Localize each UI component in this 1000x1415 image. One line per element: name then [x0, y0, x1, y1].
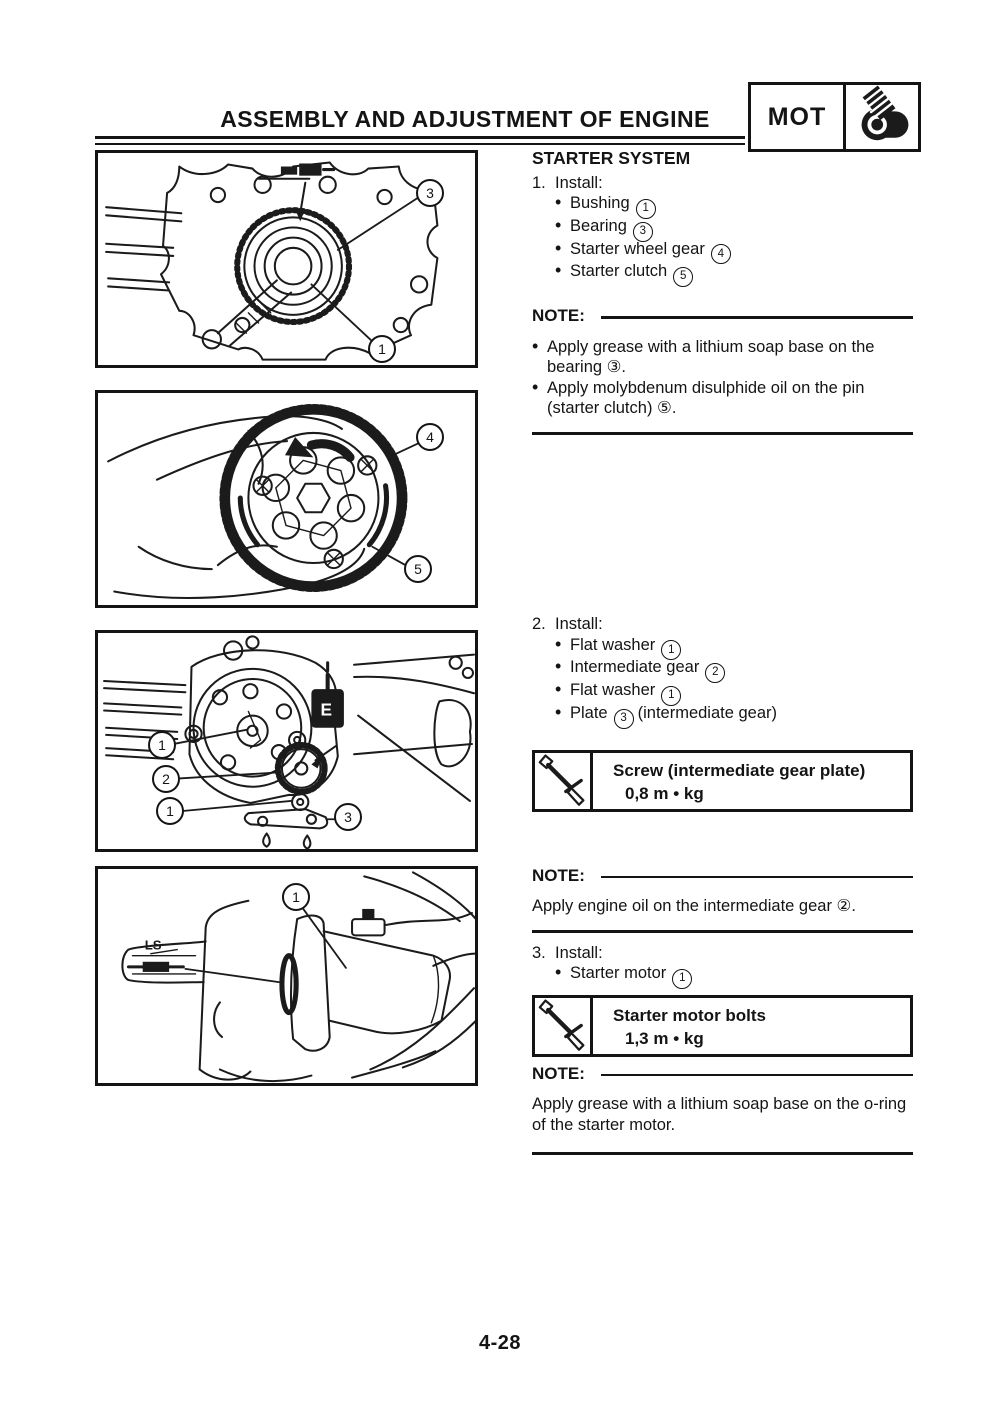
figure-callout: 3 [334, 803, 362, 831]
note-rule [600, 1073, 913, 1077]
ref-circle: 3 [613, 708, 634, 729]
torque-name: Starter motor bolts [613, 1005, 767, 1025]
note-rule [600, 875, 913, 878]
step-item-suffix: (intermediate gear) [637, 703, 778, 722]
note-label: NOTE: [532, 1063, 585, 1083]
figure-starter-motor: 1 LS [95, 866, 478, 1086]
engine-icon [843, 85, 918, 149]
note-rule [600, 316, 913, 319]
torque-wrench-icon [535, 752, 593, 809]
torque-name: Screw (intermediate gear plate) [613, 760, 866, 780]
step-action: Install: [555, 173, 603, 192]
section-title: STARTER SYSTEM [532, 148, 691, 168]
screw-head-icon [357, 455, 378, 476]
note-1: NOTE: [532, 306, 913, 327]
rotation-arrow-icon [284, 437, 355, 462]
ref-circle: 2 [705, 663, 726, 683]
ref-circle: 1 [635, 198, 656, 219]
step-2: 2. Install: [532, 614, 913, 635]
oil-bottle-icon [311, 661, 344, 728]
figure-starter-wheel-gear: 4 5 [95, 390, 478, 608]
note-label: NOTE: [532, 306, 585, 325]
note-label: NOTE: [532, 865, 585, 885]
note-item: Apply molybdenum disulphide oil on the p… [532, 377, 913, 419]
step-3: 3. Install: [532, 943, 913, 964]
page-title: ASSEMBLY AND ADJUSTMENT OF ENGINE [220, 106, 710, 132]
step-number: 2. [532, 615, 546, 633]
grease-mark-icon [126, 948, 185, 972]
step-1: 1. Install: [532, 173, 913, 194]
title-rule [95, 136, 745, 145]
grease-applicator-icon [257, 163, 336, 180]
torque-wrench-icon [535, 997, 593, 1054]
step-action: Install: [555, 615, 603, 633]
torque-value: 1,3 m • kg [625, 1028, 704, 1048]
note-end-rule [532, 1152, 913, 1156]
figure-callout: 1 [282, 883, 310, 911]
screw-head-icon [252, 475, 273, 496]
step-action: Install: [555, 943, 603, 962]
note-2: NOTE: [532, 866, 913, 887]
torque-spec-box: Screw (intermediate gear plate) 0,8 m • … [532, 749, 913, 812]
note-item: Apply grease with a lithium soap base on… [532, 336, 913, 378]
screw-head-icon [323, 548, 344, 570]
note-end-rule [532, 431, 913, 435]
torque-spec-box: Starter motor bolts 1,3 m • kg [532, 994, 913, 1057]
mot-badge: MOT [748, 82, 921, 152]
step-number: 1. [532, 173, 546, 192]
figure-callout: 1 [368, 335, 396, 363]
oil-drop-icon [262, 832, 312, 849]
figure-callout: 1 [148, 731, 176, 759]
figure-callout: 1 [156, 797, 184, 825]
figure-callout: 4 [416, 423, 444, 451]
figure-intermediate-gear: 1 2 1 3 E [95, 630, 478, 852]
figure-callout: 5 [404, 555, 432, 583]
page-number: 4-28 [478, 1332, 522, 1354]
torque-value: 0,8 m • kg [625, 783, 704, 803]
ref-circle: 5 [673, 267, 694, 287]
figure-crankcase-bearing: 3 1 [95, 150, 478, 368]
step-number: 3. [532, 943, 546, 962]
note-text: Apply grease with a lithium soap base on… [532, 1095, 907, 1134]
note-end-rule [532, 929, 913, 933]
figure-callout: 2 [152, 765, 180, 793]
ref-circle: 1 [672, 968, 693, 989]
figure-callout: 3 [416, 179, 444, 207]
mot-badge-label: MOT [767, 102, 827, 131]
note-text: Apply engine oil on the intermediate gea… [532, 897, 856, 915]
note-3: NOTE: [532, 1064, 913, 1085]
